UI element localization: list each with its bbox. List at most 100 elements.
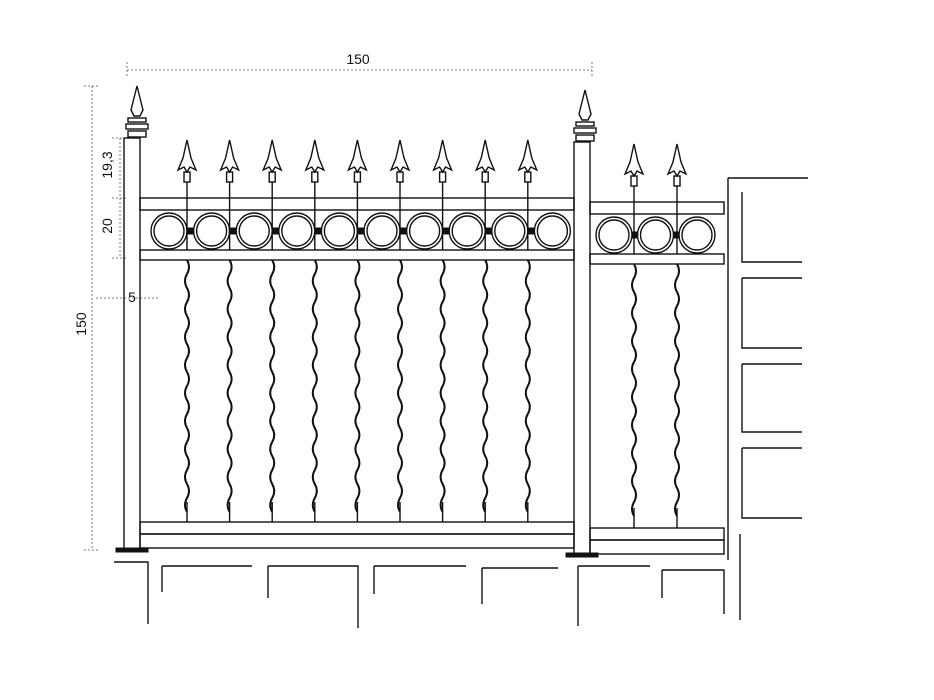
left-ring-inner — [238, 215, 270, 247]
right-ring-inner — [681, 219, 713, 251]
height-dimension-label: 150 — [73, 312, 89, 336]
left-ring-inner — [494, 215, 526, 247]
left-bar-collar — [183, 171, 191, 183]
left-bar-twist — [439, 259, 446, 513]
foundation-block-6 — [577, 565, 650, 626]
right-bar-spearhead — [623, 143, 645, 178]
base-rail-right — [589, 539, 725, 555]
left-bar-spearhead — [176, 139, 198, 174]
right-ring-outer — [636, 216, 675, 254]
post-dimension-label: 5 — [128, 289, 136, 305]
brick-2 — [741, 277, 802, 349]
left-bar — [517, 139, 539, 522]
left-bar — [219, 139, 240, 522]
left-ring-link — [271, 227, 280, 235]
left-bar-twist — [184, 259, 190, 513]
left-ring-outer — [363, 212, 401, 250]
left-bar-collar — [481, 171, 489, 183]
post-collar-middle-3 — [575, 134, 595, 142]
left-ring-outer — [235, 212, 273, 250]
right-ring-link — [673, 231, 680, 239]
foundation-block-2 — [161, 565, 252, 592]
left-bar-twist — [397, 259, 403, 513]
top-rail-right — [589, 201, 725, 215]
left-ring-link — [229, 227, 237, 235]
right-ring-link — [631, 231, 638, 239]
foundation-block-3 — [267, 565, 359, 628]
left-ring-outer — [320, 212, 359, 250]
left-bar-twist — [311, 259, 318, 513]
left-bar — [389, 139, 411, 522]
foundation-block-7 — [661, 569, 725, 614]
right-bar-collar — [630, 175, 638, 187]
right-ring-inner — [639, 219, 672, 251]
post-collar-left-1 — [127, 117, 147, 123]
ring-band — [150, 212, 716, 254]
right-ring-inner — [598, 219, 630, 251]
left-bar-twist — [524, 259, 531, 513]
post-finial-left — [130, 85, 144, 117]
left-ring-link — [356, 227, 365, 235]
left-bar-twist — [354, 259, 361, 513]
left-bar-spearhead — [474, 139, 496, 174]
left-bar — [304, 139, 326, 522]
left-bar-collar — [438, 171, 447, 183]
left-ring-inner — [281, 215, 313, 247]
left-bar — [347, 139, 368, 522]
left-bar-spearhead — [432, 139, 453, 174]
post-body-middle — [573, 141, 591, 555]
foundation-block-4 — [373, 565, 466, 594]
left-bar-twist — [482, 259, 489, 513]
left-bar-spearhead — [261, 139, 283, 174]
left-ring-inner — [195, 215, 228, 247]
right-bar-spearhead — [666, 143, 688, 178]
right-bar — [666, 143, 688, 528]
foundation — [114, 561, 725, 628]
left-ring-outer — [533, 212, 572, 250]
left-ring-inner — [451, 215, 483, 247]
right-ring-outer — [678, 216, 716, 254]
twisted-bars — [176, 139, 688, 528]
base-rail-left — [139, 533, 575, 549]
left-ring-outer — [491, 212, 529, 250]
left-bar — [261, 139, 283, 522]
left-ring-inner — [153, 215, 185, 247]
post-collar-middle-2 — [573, 127, 597, 134]
right-bar-twist — [631, 263, 637, 517]
left-bar-twist — [269, 259, 276, 513]
left-ring-inner — [323, 215, 356, 247]
left-ring-inner — [366, 215, 398, 247]
post-base-left — [115, 547, 149, 553]
left-ring-outer — [405, 212, 444, 250]
posts — [115, 85, 599, 558]
left-bar-spearhead — [389, 139, 411, 174]
left-ring-link — [484, 227, 493, 235]
brick-wall — [727, 177, 808, 620]
right-bar-collar — [673, 175, 681, 187]
left-ring-link — [399, 227, 408, 235]
spike-dimension-label: 19,3 — [99, 151, 115, 178]
post-finial-middle — [578, 89, 592, 121]
left-ring-link — [186, 227, 195, 235]
left-ring-link — [314, 227, 322, 235]
ring-dimension-label: 20 — [99, 218, 115, 234]
foundation-block-5 — [481, 567, 558, 604]
right-bar — [623, 143, 645, 528]
left-bar-collar — [353, 171, 362, 183]
post-base-middle — [565, 552, 599, 558]
left-ring-link — [442, 227, 450, 235]
left-bar-collar — [524, 171, 532, 183]
post-left — [115, 85, 149, 553]
brick-1 — [741, 192, 802, 263]
left-ring-outer — [150, 212, 188, 250]
width-dimension-label: 150 — [346, 51, 370, 67]
brick-4 — [741, 447, 802, 519]
left-ring-outer — [448, 212, 486, 250]
left-ring-inner — [536, 215, 569, 247]
left-bar-collar — [268, 171, 276, 183]
left-bar-spearhead — [517, 139, 539, 174]
brick-3 — [741, 363, 802, 433]
bottom-rail-left — [139, 521, 575, 535]
left-bar-collar — [311, 171, 319, 183]
